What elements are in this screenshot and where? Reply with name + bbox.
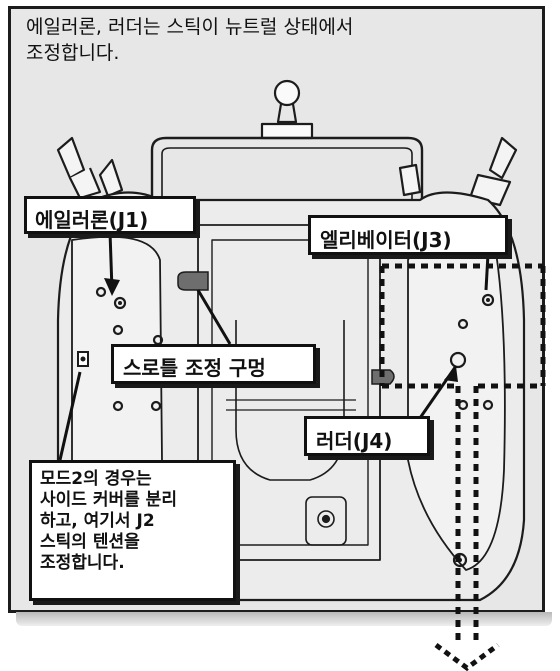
instruction-text: 에일러론, 러더는 스틱이 뉴트럴 상태에서 조정합니다. [26, 16, 354, 64]
left-switch [56, 136, 124, 200]
frame-shadow [16, 612, 552, 626]
mode2-note-label: 모드2의 경우는 사이드 커버를 분리 하고, 여기서 J2 스틱의 텐션을 조… [29, 460, 236, 601]
throttle-hole-label: 스로틀 조정 구멍 [111, 344, 316, 384]
side-cover-dashed-outline [379, 263, 546, 640]
rudder-label: 러더(J4) [304, 416, 430, 456]
throttle-hole-shape [177, 271, 209, 291]
elevator-label: 엘리베이터(J3) [308, 215, 508, 255]
down-arrow-icon [434, 642, 500, 671]
antenna-knob [260, 79, 314, 140]
aileron-label: 에일러론(J1) [24, 196, 196, 234]
